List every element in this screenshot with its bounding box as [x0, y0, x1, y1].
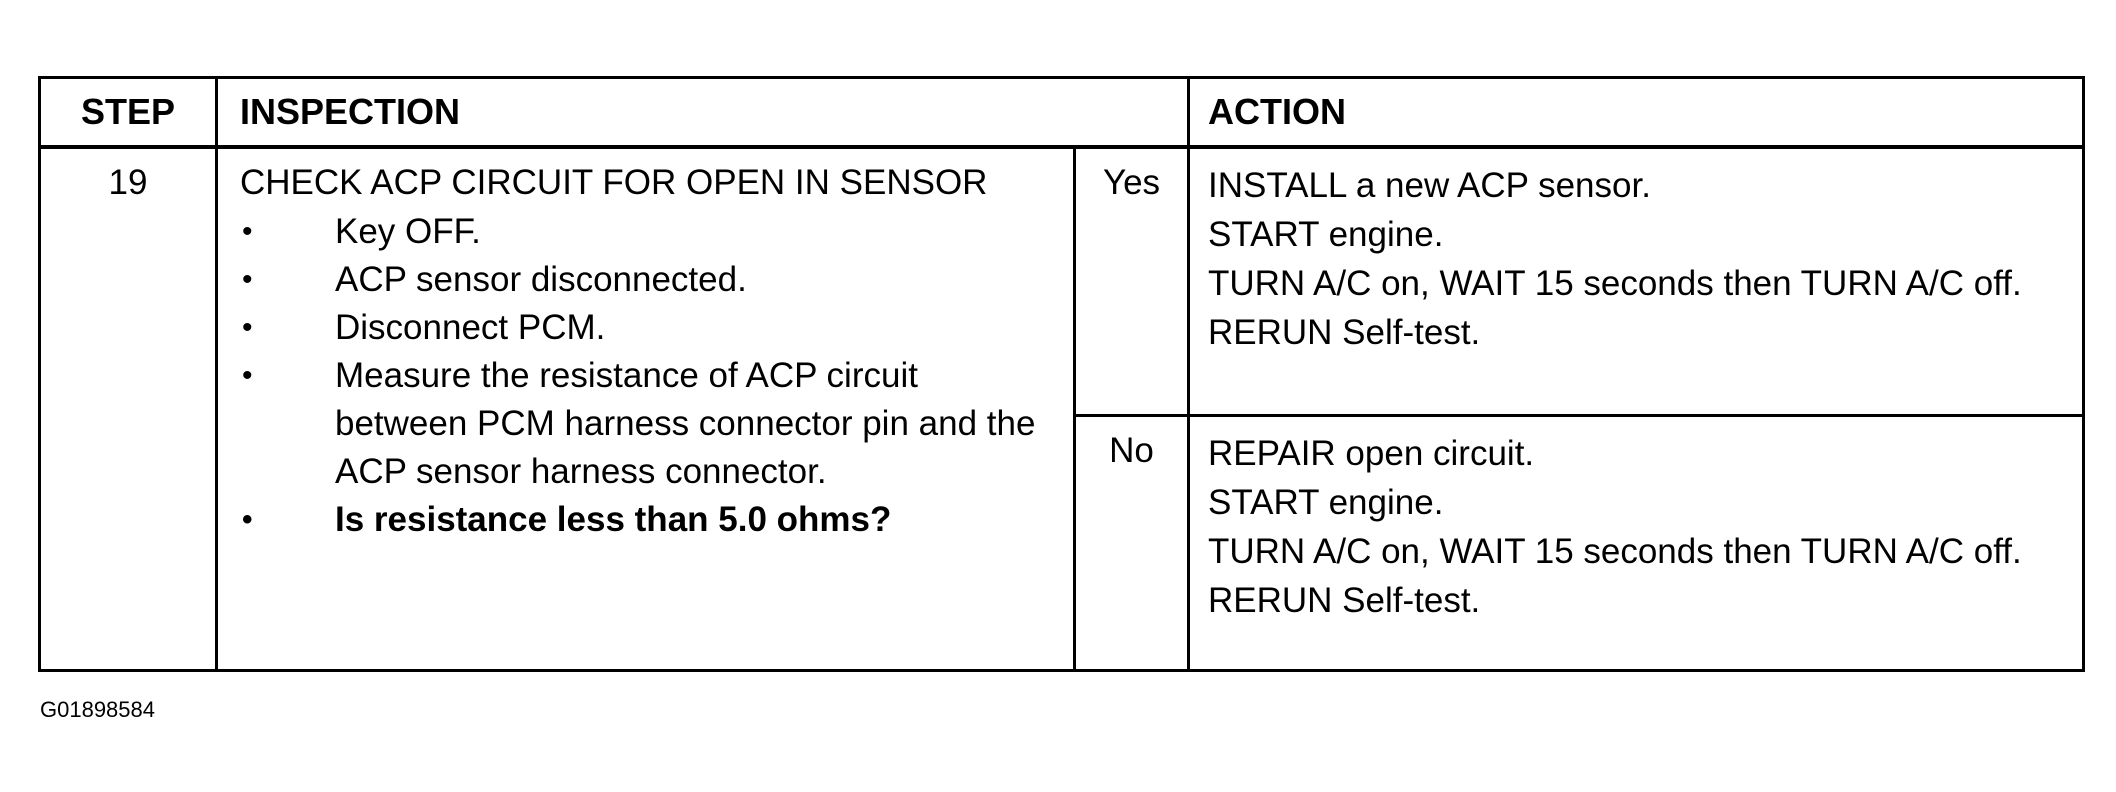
header-inspection: INSPECTION — [215, 76, 1190, 149]
bullet-item: • Measure the resistance of ACP circuit b… — [240, 352, 1059, 496]
bullet-item: • Disconnect PCM. — [240, 304, 1059, 352]
yes-action-line: INSTALL a new ACP sensor. — [1208, 166, 1651, 205]
figure-id: G01898584 — [40, 697, 155, 722]
table-row-yes: 19 CHECK ACP CIRCUIT FOR OPEN IN SENSOR … — [38, 145, 2085, 672]
bullet-text: Key OFF. — [335, 212, 481, 251]
bullet-text: Measure the resistance of ACP circuit be… — [335, 356, 1036, 491]
bullet-icon: • — [242, 215, 253, 248]
bullet-icon: • — [242, 311, 253, 344]
yes-action-line: RERUN Self-test. — [1208, 313, 1481, 352]
no-action-line: START engine. — [1208, 482, 1444, 522]
bullet-item-question: • Is resistance less than 5.0 ohms? — [240, 496, 1059, 544]
table-row-no: No REPAIR open circuit. START engine. TU… — [40, 413, 2085, 672]
bullet-icon: • — [242, 263, 253, 296]
yes-action-line: START engine. — [1208, 215, 1444, 254]
header-action: ACTION — [1187, 76, 2085, 149]
diagnostic-table: STEP INSPECTION ACTION 19 CHECK ACP CIRC… — [38, 76, 2085, 672]
result-yes-label: Yes — [1073, 145, 1190, 417]
bullet-item: • ACP sensor disconnected. — [240, 256, 1059, 304]
bullet-item: • Key OFF. — [240, 208, 1059, 256]
bullet-text: Disconnect PCM. — [335, 308, 606, 347]
result-no-label: No — [1073, 413, 1190, 672]
yes-action-cell: INSTALL a new ACP sensor. START engine. … — [1187, 145, 2085, 417]
step-number: 19 — [38, 145, 218, 672]
no-action-line: RERUN Self-test. — [1208, 580, 1481, 620]
header-step: STEP — [38, 76, 218, 149]
inspection-title: CHECK ACP CIRCUIT FOR OPEN IN SENSOR — [240, 163, 988, 202]
bullet-icon: • — [242, 503, 253, 536]
inspection-bullets: • Key OFF. • ACP sensor disconnected. • Dis… — [240, 208, 1059, 544]
header-row: STEP INSPECTION ACTION — [38, 76, 2085, 149]
yes-action-line: TURN A/C on, WAIT 15 seconds then TURN A… — [1208, 264, 2022, 303]
bullet-text: ACP sensor disconnected. — [335, 260, 747, 299]
inspection-cell: CHECK ACP CIRCUIT FOR OPEN IN SENSOR • Ke… — [215, 145, 1076, 672]
bullet-text: Is resistance less than 5.0 ohms? — [335, 500, 892, 539]
no-action-cell: REPAIR open circuit. START engine. TURN … — [1187, 413, 2085, 672]
bullet-icon: • — [242, 359, 253, 392]
no-action-line: TURN A/C on, WAIT 15 seconds then TURN A… — [1208, 531, 2022, 571]
no-action-line: REPAIR open circuit. — [1208, 433, 1535, 473]
